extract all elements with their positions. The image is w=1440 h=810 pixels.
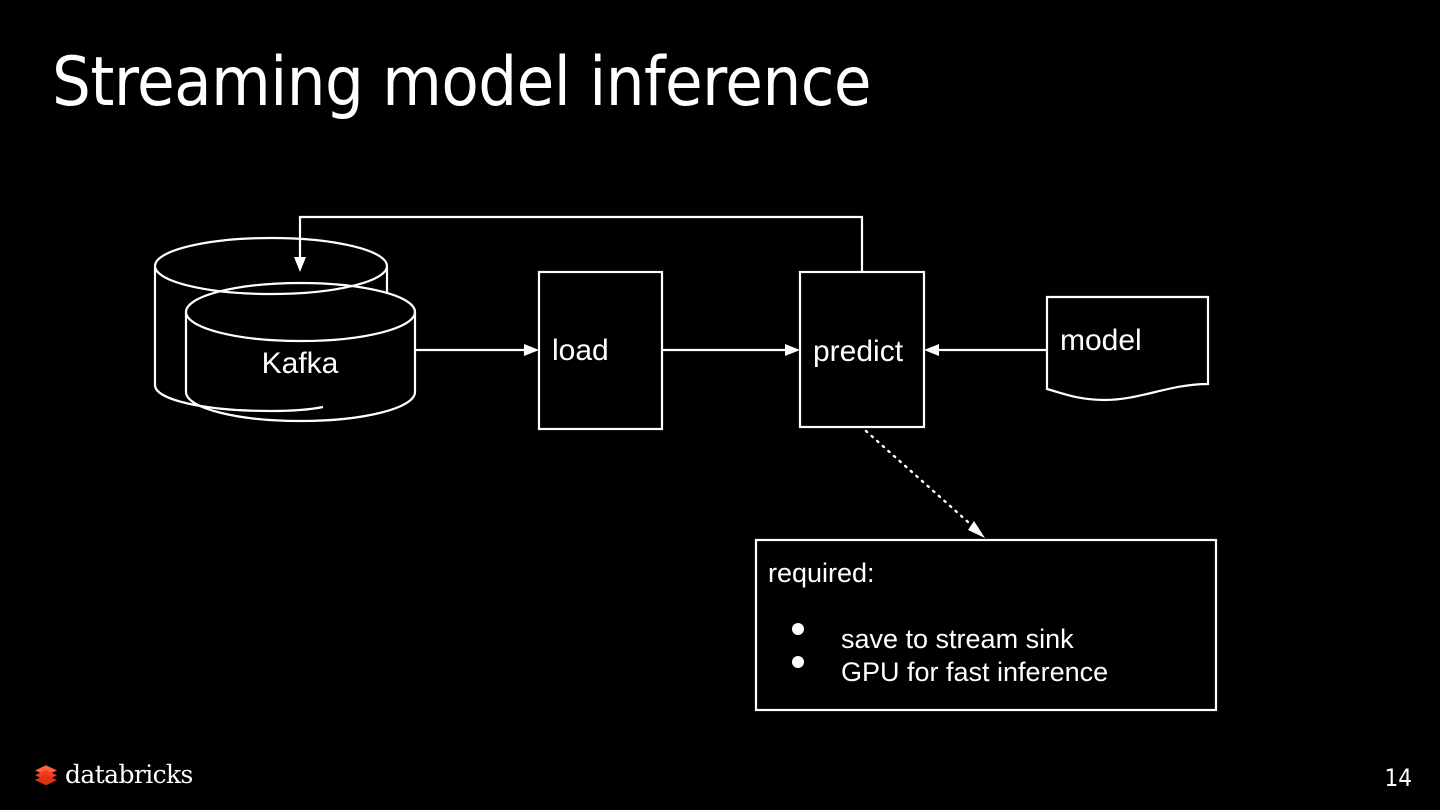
node-label-load: load xyxy=(552,334,609,367)
page-title: Streaming model inference xyxy=(52,43,872,122)
required-callout-box: required: save to stream sink GPU for fa… xyxy=(754,538,1218,712)
callout-item-label: GPU for fast inference xyxy=(841,657,1108,687)
bullet-icon xyxy=(792,656,804,668)
node-model-document: model xyxy=(1045,295,1210,402)
callout-item-label: save to stream sink xyxy=(841,624,1074,654)
node-kafka-cylinder-back xyxy=(153,236,389,413)
node-load: load xyxy=(537,270,664,431)
databricks-logo: databricks xyxy=(33,762,193,788)
node-label-predict: predict xyxy=(813,335,904,368)
node-label-model: model xyxy=(1060,324,1142,357)
arrow-head-icon xyxy=(524,344,539,356)
arrow-head-icon xyxy=(785,344,800,356)
databricks-mark-icon xyxy=(35,765,57,786)
edge-predict-to-kafka xyxy=(294,215,864,272)
arrow-head-icon xyxy=(924,344,939,356)
arrow-head-icon xyxy=(294,257,306,272)
callout-list-item: GPU for fast inference xyxy=(792,656,1108,687)
edge-model-to-predict xyxy=(924,344,1047,356)
bullet-icon xyxy=(792,623,804,635)
node-label-kafka: Kafka xyxy=(262,347,339,380)
page-number: 14 xyxy=(1384,764,1412,792)
arrow-head-icon xyxy=(968,521,985,538)
edge-load-to-predict xyxy=(662,344,800,356)
callout-list-item: save to stream sink xyxy=(792,623,1074,654)
edge-predict-to-callout xyxy=(864,429,985,538)
node-predict: predict xyxy=(798,270,926,429)
node-kafka-cylinder-front: Kafka xyxy=(184,281,417,423)
callout-heading: required: xyxy=(768,558,875,588)
databricks-wordmark: databricks xyxy=(65,760,193,789)
edge-kafka-to-load xyxy=(415,344,539,356)
